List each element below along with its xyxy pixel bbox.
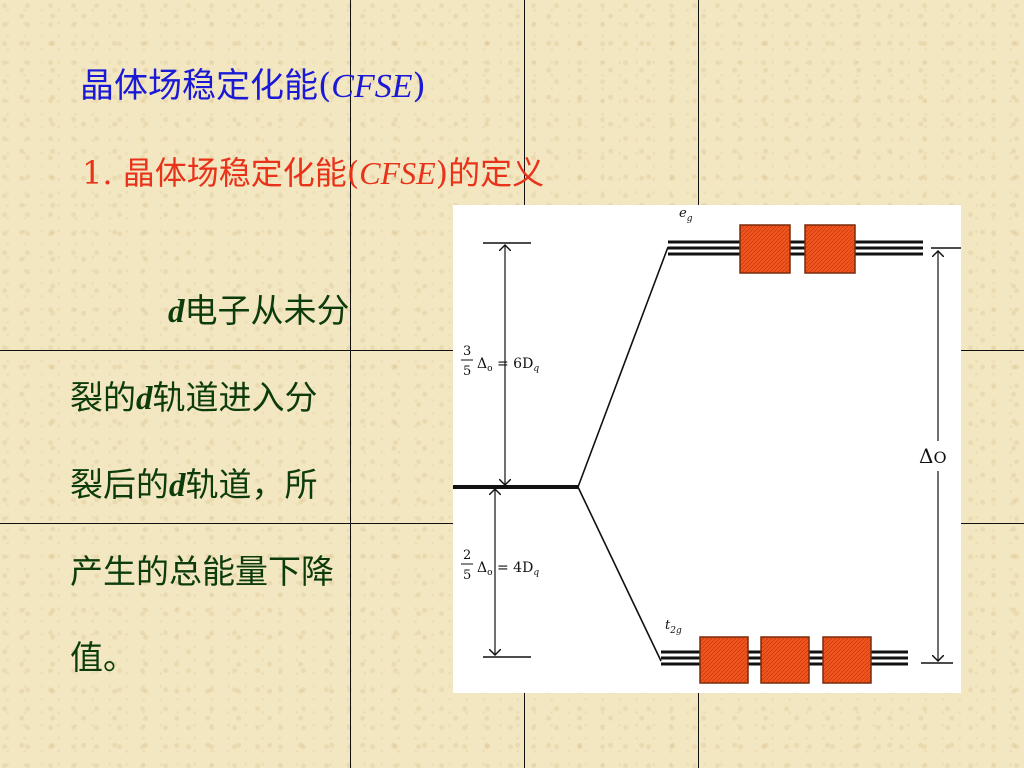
text-line: 值。 <box>70 638 136 677</box>
text-line: 裂的d轨道进入分 <box>70 378 318 417</box>
svg-text:3: 3 <box>463 344 471 359</box>
grid-line-vertical <box>350 0 351 768</box>
eg-level <box>668 224 923 274</box>
crystal-field-splitting-diagram: eg t2g 3 5 Δo = 6Dq 2 5 Δo = 4Dq ΔO <box>453 205 961 693</box>
t2g-orbital-box <box>822 636 872 684</box>
slide-title: 晶体场稳定化能(CFSE) <box>80 66 426 106</box>
text-line: 裂后的d轨道，所 <box>70 465 318 504</box>
connector-to-eg <box>577 246 669 488</box>
svg-text:Δo = 4Dq: Δo = 4Dq <box>477 560 539 578</box>
definition-text: d电子从未分 裂的d轨道进入分 裂后的d轨道，所 产生的总能量下降 值。 <box>70 268 450 701</box>
text-line: d电子从未分 <box>168 291 350 330</box>
text-line: 产生的总能量下降 <box>70 552 334 591</box>
svg-text:5: 5 <box>463 568 471 583</box>
eg-orbital-box <box>739 224 791 274</box>
t2g-level <box>661 636 908 684</box>
lower-gap-label: 2 5 Δo = 4Dq <box>461 548 539 583</box>
svg-text:Δo = 6Dq: Δo = 6Dq <box>477 356 539 374</box>
upper-gap-label: 3 5 Δo = 6Dq <box>461 344 539 379</box>
svg-text:5: 5 <box>463 364 471 379</box>
t2g-orbital-box <box>699 636 749 684</box>
eg-label: eg <box>679 206 693 224</box>
t2g-label: t2g <box>665 618 682 636</box>
slide-subtitle: 1. 晶体场稳定化能(CFSE)的定义 <box>82 154 545 192</box>
t2g-orbital-box <box>760 636 810 684</box>
delta-o-label: ΔO <box>919 444 947 468</box>
svg-text:2: 2 <box>463 548 471 563</box>
eg-orbital-box <box>804 224 856 274</box>
connector-to-t2g <box>577 486 662 662</box>
